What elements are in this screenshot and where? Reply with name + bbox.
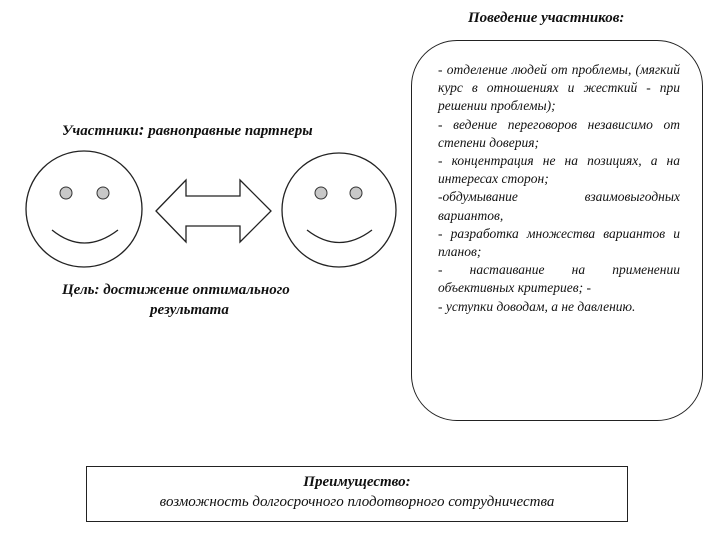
left-smiley-face bbox=[25, 150, 143, 268]
advantage-text: возможность долгосрочного плодотворного … bbox=[159, 494, 555, 510]
behavior-item: - ведение переговоров независимо от степ… bbox=[438, 116, 680, 150]
goal-line-2: результата bbox=[150, 302, 229, 318]
behavior-list: - отделение людей от проблемы, (мягкий к… bbox=[438, 61, 680, 316]
right-face-right-eye bbox=[349, 186, 363, 200]
behavior-item: - отделение людей от проблемы, (мягкий к… bbox=[438, 62, 680, 114]
participants-value: равноправные партнеры bbox=[144, 123, 313, 139]
behavior-item: - настаивание на применении объективных … bbox=[438, 262, 680, 296]
advantage-box: Преимущество: возможность долгосрочного … bbox=[86, 466, 628, 522]
behavior-item: -обдумывание взаимовыгодных вариантов, bbox=[438, 189, 680, 223]
behavior-title: Поведение участников: bbox=[468, 10, 625, 26]
right-face-smile bbox=[306, 229, 373, 243]
behavior-item: - концентрация не на позициях, а на инте… bbox=[438, 153, 680, 187]
right-face-left-eye bbox=[314, 186, 328, 200]
behavior-item: - уступки доводам, а не давлению. bbox=[438, 298, 636, 314]
goal-text: Цель: достижение оптимального результата bbox=[62, 280, 382, 320]
advantage-title: Преимущество: bbox=[303, 474, 411, 490]
goal-line-1: Цель: достижение оптимального bbox=[62, 282, 290, 298]
participants-label: Участники bbox=[62, 123, 139, 139]
right-smiley-face bbox=[281, 152, 397, 268]
right-face-outline bbox=[281, 152, 397, 268]
double-arrow-icon bbox=[155, 178, 272, 244]
participants-heading: Участники: равноправные партнеры bbox=[62, 120, 313, 140]
behavior-item: - разработка множества вариантов и плано… bbox=[438, 225, 680, 260]
left-face-right-eye bbox=[96, 186, 110, 200]
left-face-smile bbox=[51, 229, 119, 244]
participants-colon: : bbox=[138, 120, 145, 139]
left-face-outline bbox=[25, 150, 143, 268]
left-face-left-eye bbox=[59, 186, 73, 200]
behavior-box: - отделение людей от проблемы, (мягкий к… bbox=[411, 40, 703, 421]
